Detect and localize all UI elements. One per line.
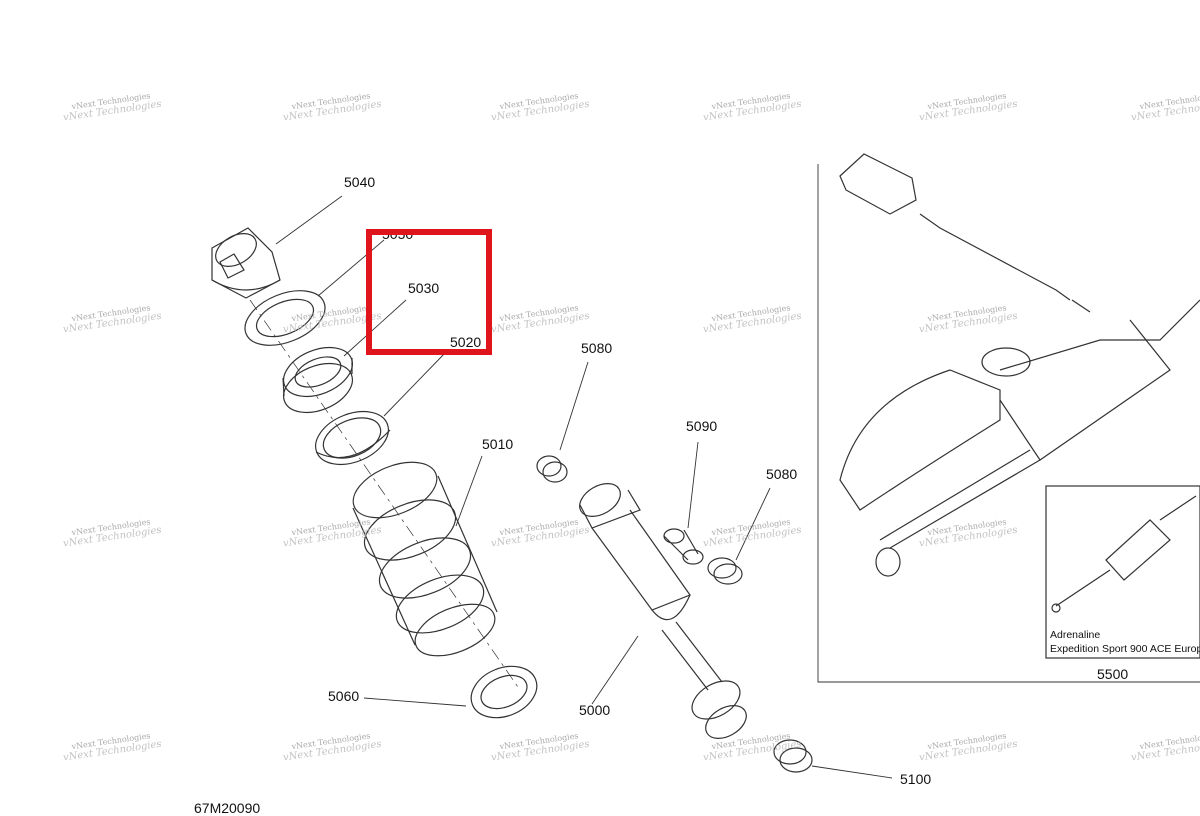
inset-note-line2: Expedition Sport 900 ACE Europe [1050,643,1200,655]
inset-note: Adrenaline Expedition Sport 900 ACE Euro… [1050,628,1200,656]
part-5500-shock-assembly[interactable] [817,153,1200,683]
inset-box [1045,485,1200,659]
part-5100-bushing[interactable] [773,739,813,773]
drawing-code: 67M20090 [194,800,261,816]
callout-5020[interactable]: 5020 [450,334,482,350]
callout-5090[interactable]: 5090 [686,418,718,434]
part-5050-washer[interactable] [237,280,333,356]
callout-5000[interactable]: 5000 [579,702,611,718]
part-5010-spring[interactable] [345,451,502,666]
selection-highlight [366,229,492,355]
part-5020-ring[interactable] [308,402,396,475]
callout-5060[interactable]: 5060 [328,688,360,704]
part-5030-spring-seat[interactable] [276,338,359,422]
inset-note-line1: Adrenaline [1050,629,1101,641]
part-5040-adjuster-cap[interactable] [210,227,281,299]
part-5080-bushing-right[interactable] [707,557,743,585]
callout-5080-right[interactable]: 5080 [766,466,798,482]
callout-5100[interactable]: 5100 [900,771,932,787]
part-5060-retainer[interactable] [463,657,544,727]
callout-5040[interactable]: 5040 [344,174,376,190]
callout-5500[interactable]: 5500 [1097,666,1129,682]
callout-5080-left[interactable]: 5080 [581,340,613,356]
callout-5010[interactable]: 5010 [482,436,514,452]
part-5090-sleeve[interactable] [663,528,704,565]
part-5080-bushing-left[interactable] [536,455,568,483]
part-5000-shock-absorber[interactable] [574,477,752,745]
callout-5030[interactable]: 5030 [408,280,440,296]
